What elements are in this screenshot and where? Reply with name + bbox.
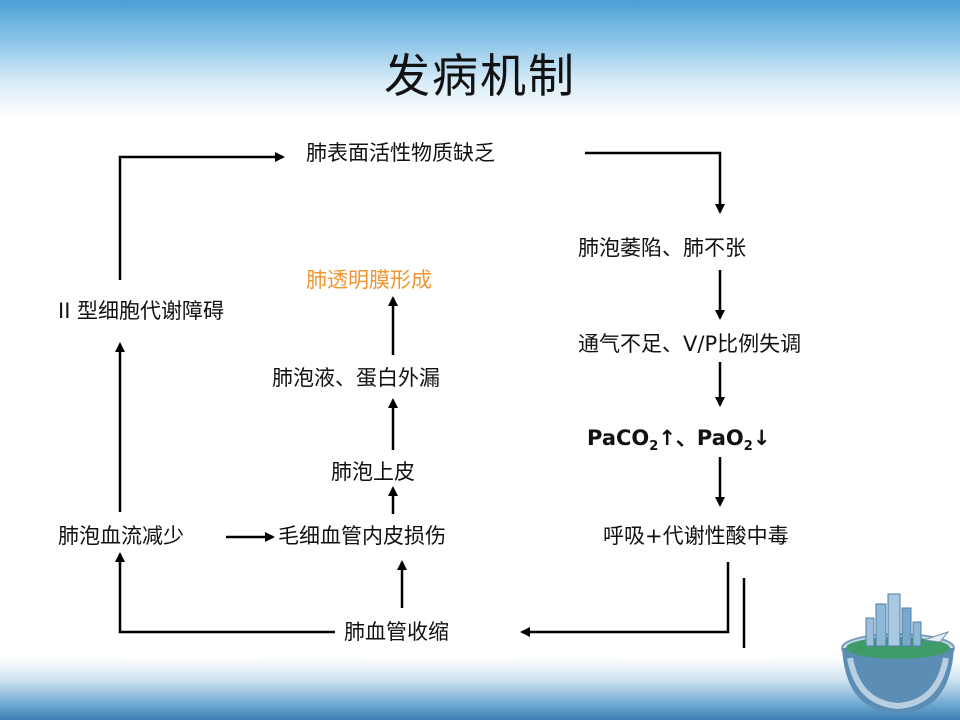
page-title: 发病机制	[384, 49, 576, 103]
blood-gas-down: ↓	[752, 426, 771, 450]
blood-gas-pao: ↑、PaO	[658, 426, 744, 450]
node-alveolar-epithelium: 肺泡上皮	[331, 460, 415, 484]
arrow-type2-to-surfactant	[118, 152, 285, 280]
node-ventilation: 通气不足、V/P比例失调	[578, 332, 802, 356]
city-globe-logo	[841, 593, 955, 713]
node-capillary-damage: 毛细血管内皮损伤	[278, 524, 446, 548]
blood-gas-sub1: 2	[649, 439, 659, 455]
node-exudate: 肺泡液、蛋白外漏	[272, 366, 440, 390]
type2-label: II 型细胞代谢障碍	[58, 299, 225, 323]
node-alveolar-collapse: 肺泡萎陷、肺不张	[578, 236, 746, 260]
node-acidosis: 呼吸+代谢性酸中毒	[603, 524, 789, 548]
node-type2-cell-disorder: II 型细胞代谢障碍	[58, 298, 224, 324]
footer-background	[0, 658, 960, 720]
arrow-acidosis-to-vasoconstriction	[520, 562, 730, 637]
node-surfactant-deficiency: 肺表面活性物质缺乏	[306, 141, 495, 165]
blood-gas-paco: PaCO	[587, 426, 650, 450]
node-vasoconstriction: 肺血管收缩	[344, 620, 449, 644]
node-alveolar-blood-flow: 肺泡血流减少	[58, 524, 184, 548]
arrow-vasoconstriction-to-alveolarflow	[115, 552, 335, 634]
blood-gas-sub2: 2	[743, 439, 753, 455]
arrow-surfactant-to-collapse	[585, 151, 725, 214]
header-background	[0, 0, 960, 118]
node-blood-gas: PaCO2↑、PaO2↓	[587, 425, 770, 460]
node-hyaline-membrane: 肺透明膜形成	[306, 268, 432, 292]
